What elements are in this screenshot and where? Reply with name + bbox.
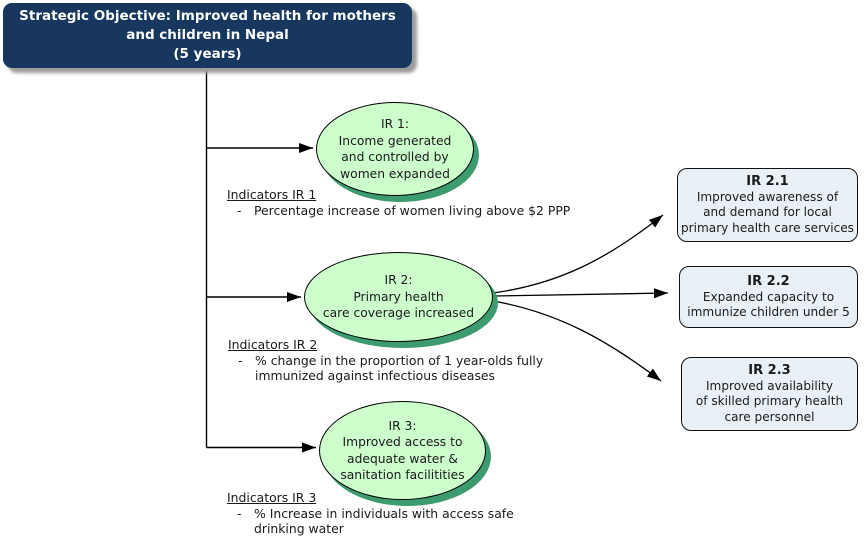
ir2-to-ir22-arrow [492, 288, 669, 299]
ir22-title: IR 2.2 [747, 273, 790, 289]
ir1-label: IR 1: Income generated and controlled by… [338, 117, 452, 181]
indicators-ir2-text: % change in the proportion of 1 year-old… [255, 353, 544, 383]
indicators-ir2-item: - % change in the proportion of 1 year-o… [228, 353, 608, 384]
ir2-to-ir21-arrow [492, 214, 664, 294]
bullet-dash: - [237, 203, 242, 218]
ir21-text: Improved awareness of and demand for loc… [681, 190, 854, 235]
ir21-title: IR 2.1 [746, 174, 789, 190]
indicators-ir2-heading: Indicators IR 2 [228, 337, 318, 352]
ir23-title: IR 2.3 [748, 363, 791, 379]
indicators-ir3-section: Indicators IR 3 - % Increase in individu… [227, 490, 607, 537]
ir2-label: IR 2: Primary health care coverage incre… [322, 273, 475, 321]
ir23-box: IR 2.3 Improved availability of skilled … [681, 357, 858, 431]
indicators-ir3-heading: Indicators IR 3 [227, 490, 317, 505]
ir2-to-ir23-arrow [492, 300, 662, 382]
ir23-text: Improved availability of skilled primary… [695, 379, 844, 424]
ir1-node: IR 1: Income generated and controlled by… [316, 102, 474, 196]
bullet-dash: - [238, 353, 243, 368]
ir22-box: IR 2.2 Expanded capacity to immunize chi… [679, 266, 858, 328]
indicators-ir3-item: - % Increase in individuals with access … [227, 506, 607, 537]
ir22-text: Expanded capacity to immunize children u… [687, 289, 850, 319]
strategic-objective-text: Strategic Objective: Improved health for… [19, 8, 396, 62]
ir3-node: IR 3: Improved access to adequate water … [319, 401, 486, 500]
indicators-ir1-item: - Percentage increase of women living ab… [227, 203, 607, 219]
ir21-box: IR 2.1 Improved awareness of and demand … [677, 168, 858, 242]
indicators-ir2-section: Indicators IR 2 - % change in the propor… [228, 337, 608, 384]
ir2-node: IR 2: Primary health care coverage incre… [304, 252, 493, 342]
indicators-ir3-text: % Increase in individuals with access sa… [254, 506, 514, 536]
indicators-ir1-heading: Indicators IR 1 [227, 187, 317, 202]
indicators-ir1-section: Indicators IR 1 - Percentage increase of… [227, 187, 607, 219]
strategic-objective-box: Strategic Objective: Improved health for… [3, 3, 412, 68]
ir3-label: IR 3: Improved access to adequate water … [340, 418, 465, 483]
indicators-ir1-text: Percentage increase of women living abov… [254, 203, 571, 218]
bullet-dash: - [237, 506, 242, 521]
